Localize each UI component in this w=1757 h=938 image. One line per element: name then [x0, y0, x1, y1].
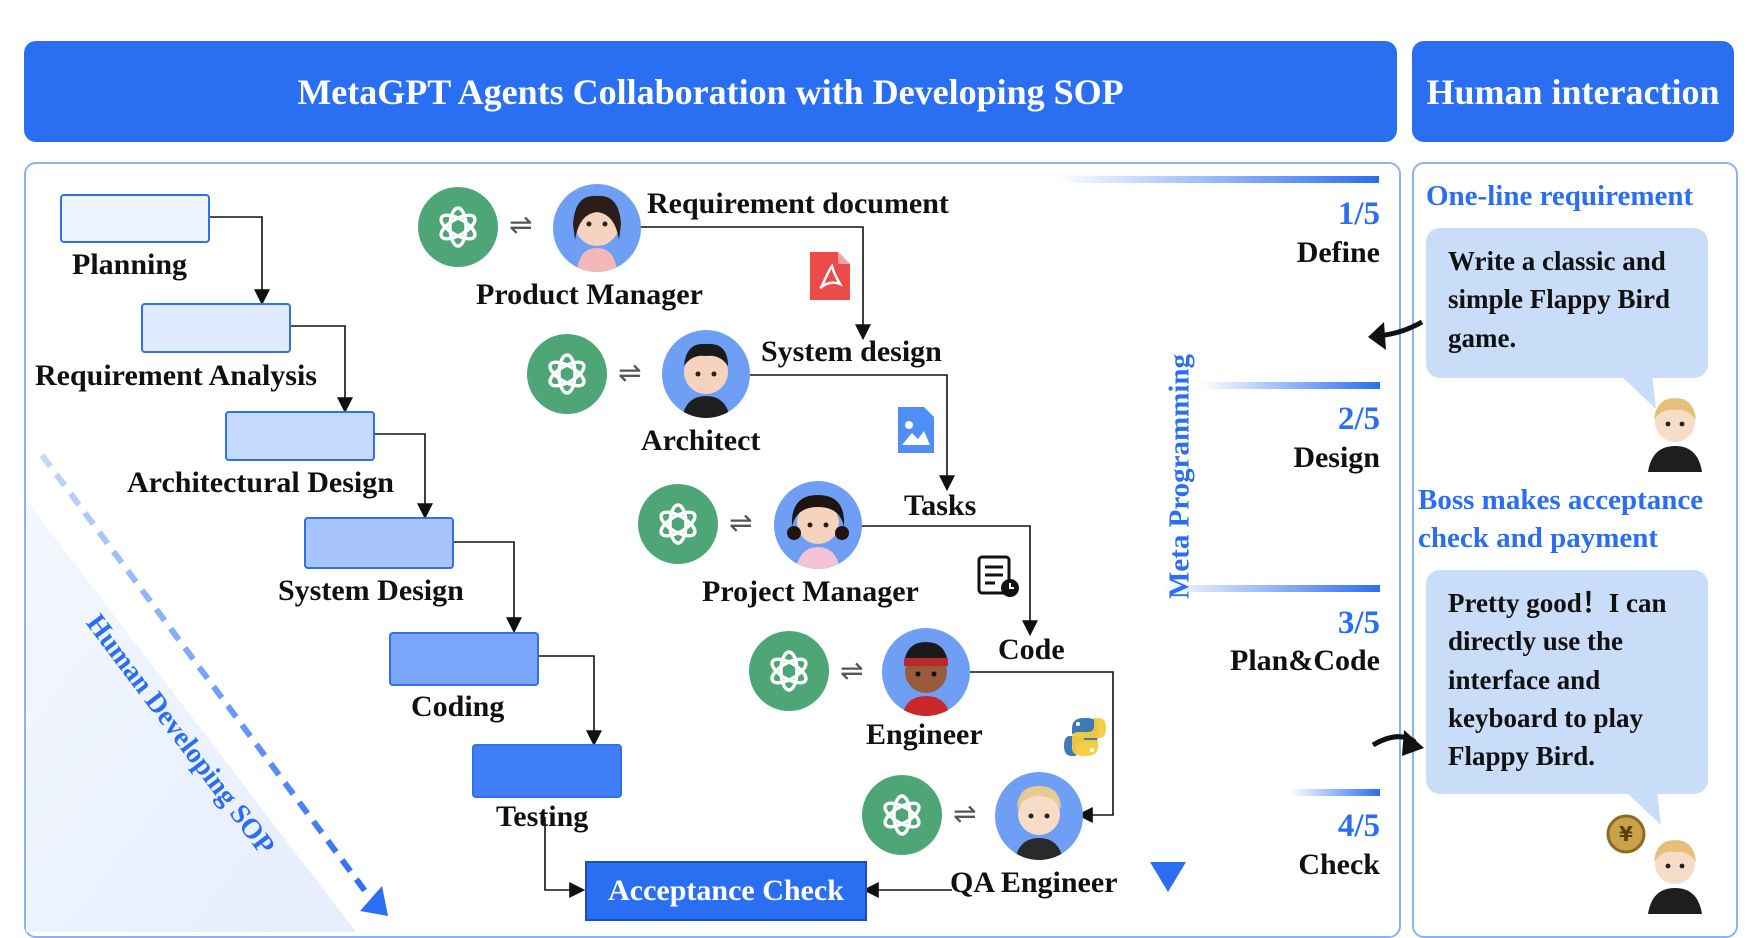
main-title: MetaGPT Agents Collaboration with Develo…: [297, 71, 1124, 112]
artifact-code: Code: [998, 633, 1065, 666]
sop-box-architectural-design: [225, 411, 375, 461]
agent-label-product-manager: Product Manager: [476, 278, 703, 311]
stage-number: 3/5: [1337, 605, 1380, 641]
artifact-system-design: System design: [761, 335, 942, 368]
openai-logo-icon: [527, 334, 607, 414]
product-manager-avatar: [553, 184, 641, 272]
openai-logo-icon: [638, 484, 718, 564]
flow-connector: [750, 374, 955, 492]
stage-bar: [1290, 789, 1380, 796]
python-icon: [1064, 716, 1106, 763]
boss-arrow-head: [1402, 730, 1424, 756]
sop-connector: [544, 817, 586, 898]
sop-step-planning: Planning: [72, 248, 188, 281]
boss-title: Boss makes acceptance check and payment: [1418, 484, 1704, 554]
coin-icon: ¥: [1606, 814, 1646, 859]
stage-name: Check: [1298, 848, 1380, 881]
openai-logo-icon: [862, 775, 942, 855]
sop-step-testing: Testing: [496, 800, 589, 833]
requirement-text: Write a classic and simple Flappy Bird g…: [1448, 246, 1671, 353]
sop-box-system-design: [304, 517, 454, 569]
exchange-icon: ⇌: [509, 208, 533, 241]
engineer-avatar: [882, 628, 970, 716]
artifact-requirement-document: Requirement document: [647, 187, 949, 220]
sop-connector: [372, 433, 433, 520]
stage-number: 4/5: [1337, 808, 1380, 844]
stage-number: 1/5: [1337, 196, 1380, 232]
sop-box-planning: [60, 194, 210, 243]
meta-arrow-head: [1150, 862, 1186, 892]
task-list-icon: [977, 555, 1021, 604]
agent-label-qa-engineer: QA Engineer: [950, 866, 1118, 899]
boss-text: Pretty good！I can directly use the inter…: [1448, 588, 1667, 772]
acceptance-check-label: Acceptance Check: [608, 874, 844, 907]
exchange-icon: ⇌: [953, 797, 977, 830]
sop-background-wedge: [26, 500, 356, 932]
sop-step-system-design: System Design: [278, 574, 464, 607]
flow-connector: [969, 671, 1114, 823]
side-title: Human interaction: [1426, 71, 1720, 112]
agent-label-engineer: Engineer: [866, 718, 983, 751]
stage-name: Plan&Code: [1230, 644, 1380, 677]
boss-avatar-2: [1640, 830, 1710, 919]
flow-connector: [862, 525, 1038, 637]
stage-bar: [1200, 382, 1380, 389]
requirement-arrow-head: [1368, 322, 1386, 350]
stage-name: Design: [1293, 441, 1380, 474]
agent-label-architect: Architect: [641, 424, 761, 457]
meta-programming-text: Meta Programming: [1163, 353, 1196, 600]
svg-text:¥: ¥: [1619, 822, 1633, 846]
project-manager-avatar: [774, 481, 862, 569]
sop-step-requirement-analysis: Requirement Analysis: [35, 359, 317, 392]
sop-step-coding: Coding: [411, 690, 505, 723]
acceptance-check: Acceptance Check: [585, 861, 867, 921]
sop-box-testing: [472, 744, 622, 798]
main-header: MetaGPT Agents Collaboration with Develo…: [24, 41, 1397, 142]
pdf-icon: [810, 252, 850, 305]
artifact-tasks: Tasks: [904, 489, 977, 522]
sop-dashed-arrow-head: [360, 886, 388, 916]
stage-bar: [1055, 176, 1379, 183]
boss-bubble: Pretty good！I can directly use the inter…: [1426, 570, 1708, 794]
exchange-icon: ⇌: [618, 356, 642, 389]
openai-logo-icon: [418, 187, 498, 267]
sop-dashed-arrow-line: [39, 453, 371, 897]
qa-engineer-avatar: [995, 772, 1083, 860]
architect-avatar: [662, 330, 750, 418]
sop-step-architectural-design: Architectural Design: [127, 466, 394, 499]
exchange-icon: ⇌: [840, 654, 864, 687]
stage-name: Define: [1296, 236, 1380, 269]
stage-number: 2/5: [1337, 401, 1380, 437]
requirement-bubble-tail: [1620, 375, 1656, 409]
stage-bar: [1160, 585, 1380, 592]
agent-label-project-manager: Project Manager: [702, 575, 919, 608]
sop-connector: [450, 541, 522, 634]
flow-connector: [640, 226, 871, 341]
openai-logo-icon: [749, 631, 829, 711]
sop-connector: [535, 655, 602, 747]
exchange-icon: ⇌: [729, 506, 753, 539]
sop-connector: [287, 325, 353, 414]
side-header: Human interaction: [1412, 41, 1734, 142]
sop-box-requirement-analysis: [141, 303, 291, 353]
boss-avatar: [1640, 388, 1710, 477]
image-file-icon: [898, 407, 934, 458]
requirement-title: One-line requirement: [1426, 180, 1694, 212]
sop-connector: [207, 216, 270, 306]
meta-programming-label: Meta Programming: [1164, 332, 1197, 622]
boss-bubble-tail: [1625, 791, 1661, 825]
sop-box-coding: [389, 632, 539, 686]
requirement-bubble: Write a classic and simple Flappy Bird g…: [1426, 228, 1708, 378]
